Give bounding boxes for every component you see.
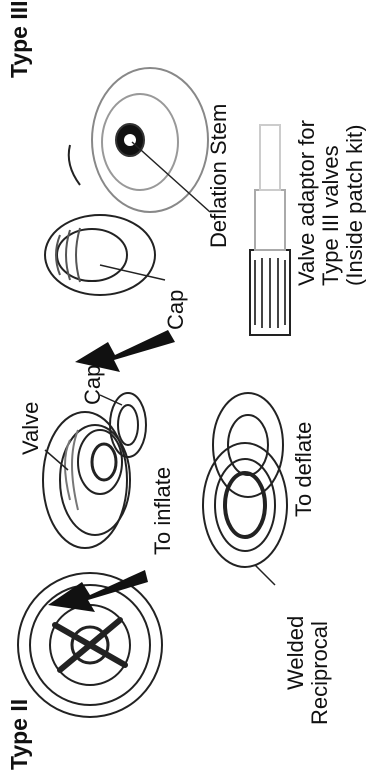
type2-to-inflate-label: To inflate	[152, 467, 174, 555]
type3-cap	[45, 215, 155, 295]
type2-valve-label: Valve	[20, 402, 42, 455]
type3-valve-adaptor	[250, 125, 290, 335]
type2-valve-body	[43, 412, 130, 548]
type3-valve	[69, 68, 208, 212]
type2-welded-reciprocal	[203, 393, 287, 567]
type3-adaptor-line3: (Inside patch kit)	[344, 125, 366, 286]
type2-reciprocal-label: Reciprocal	[309, 621, 331, 725]
type2-to-deflate-label: To deflate	[293, 422, 315, 517]
type2-valve-front-view	[18, 573, 162, 717]
type3-adaptor-line2: Type III valves	[320, 145, 342, 286]
type2-heading: Type II	[8, 699, 31, 770]
type3-adaptor-line1: Valve adaptor for	[296, 120, 318, 286]
type2-cap-label: Cap	[82, 365, 104, 405]
type2-welded-label: Welded	[285, 616, 307, 690]
type3-deflation-stem-label: Deflation Stem	[208, 104, 230, 248]
type3-heading: Type III	[8, 0, 31, 78]
type3-cap-label: Cap	[165, 290, 187, 330]
